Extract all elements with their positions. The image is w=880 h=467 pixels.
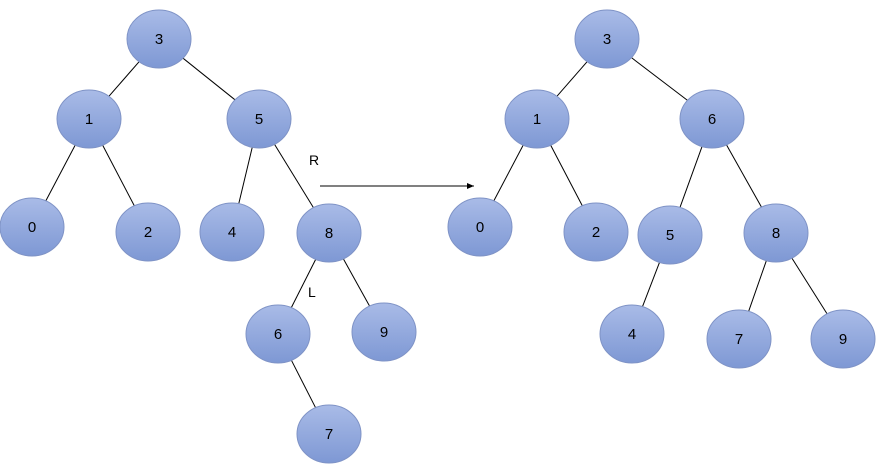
after-node-0: 0 xyxy=(447,197,513,257)
after-node-5: 5 xyxy=(637,205,703,265)
before-edge-b8-b9 xyxy=(342,258,371,307)
before-node-circle xyxy=(296,404,362,464)
before-node-5: 5 xyxy=(226,89,292,149)
after-node-4: 4 xyxy=(599,304,665,364)
after-node-label: 7 xyxy=(735,331,743,348)
before-node-3: 3 xyxy=(126,9,192,69)
before-edge-b5-b8 xyxy=(274,144,314,208)
after-edge-a6-a8 xyxy=(726,144,762,208)
after-edge-a1-a0 xyxy=(493,144,524,202)
after-node-2: 2 xyxy=(563,202,629,262)
before-edge-label-r: R xyxy=(309,152,319,168)
after-node-label: 9 xyxy=(839,331,847,348)
before-node-label: 6 xyxy=(274,326,282,343)
before-edge-b5-b4 xyxy=(238,147,253,204)
before-node-6: 6 xyxy=(245,304,311,364)
before-node-circle xyxy=(199,202,265,262)
after-node-1: 1 xyxy=(504,89,570,149)
after-node-3: 3 xyxy=(574,9,640,69)
before-node-0: 0 xyxy=(0,197,65,257)
after-node-label: 4 xyxy=(628,326,636,343)
after-node-circle xyxy=(447,197,513,257)
before-node-7: 7 xyxy=(296,404,362,464)
before-node-label: 2 xyxy=(144,224,152,241)
before-edge-b1-b2 xyxy=(102,144,135,207)
after-node-circle xyxy=(743,203,809,263)
before-node-circle xyxy=(56,89,122,149)
before-node-circle xyxy=(296,203,362,263)
before-node-label: 3 xyxy=(155,31,163,48)
before-edge-b6-b7 xyxy=(290,360,317,408)
before-node-circle xyxy=(351,302,417,362)
after-edge-a6-a5 xyxy=(679,146,703,208)
before-node-4: 4 xyxy=(199,202,265,262)
after-tree-nodes: 3 1 6 0 2 5 8 4 7 9 xyxy=(447,9,876,369)
before-node-label: 9 xyxy=(380,324,388,341)
after-node-circle xyxy=(637,205,703,265)
before-edge-b3-b1 xyxy=(108,61,140,97)
before-node-circle xyxy=(126,9,192,69)
after-node-circle xyxy=(706,309,772,369)
after-edge-a8-a7 xyxy=(748,260,767,312)
after-node-circle xyxy=(810,309,876,369)
after-node-label: 1 xyxy=(533,111,541,128)
before-node-label: 5 xyxy=(255,111,263,128)
before-node-8: 8 xyxy=(296,203,362,263)
before-node-1: 1 xyxy=(56,89,122,149)
before-edge-label-l: L xyxy=(308,284,316,300)
after-edge-a8-a9 xyxy=(791,257,828,315)
before-tree-edges: RL xyxy=(45,57,371,408)
before-edge-b3-b5 xyxy=(182,57,236,101)
after-node-label: 0 xyxy=(476,219,484,236)
after-edge-a5-a4 xyxy=(642,262,660,307)
after-node-label: 6 xyxy=(708,111,716,128)
after-node-circle xyxy=(679,89,745,149)
before-node-9: 9 xyxy=(351,302,417,362)
before-node-label: 0 xyxy=(28,219,36,236)
before-node-label: 7 xyxy=(325,426,333,443)
after-node-9: 9 xyxy=(810,309,876,369)
after-node-label: 3 xyxy=(603,31,611,48)
after-edge-a3-a1 xyxy=(556,61,588,97)
after-edge-a3-a6 xyxy=(631,57,688,101)
after-node-7: 7 xyxy=(706,309,772,369)
before-node-circle xyxy=(226,89,292,149)
after-node-label: 2 xyxy=(592,224,600,241)
before-node-label: 8 xyxy=(325,225,333,242)
before-tree-nodes: 3 1 5 0 2 4 8 6 9 7 xyxy=(0,9,417,464)
before-edge-b1-b0 xyxy=(45,144,76,202)
after-edge-a1-a2 xyxy=(550,144,583,207)
before-node-label: 1 xyxy=(85,111,93,128)
after-node-6: 6 xyxy=(679,89,745,149)
after-node-circle xyxy=(599,304,665,364)
after-node-8: 8 xyxy=(743,203,809,263)
before-node-circle xyxy=(245,304,311,364)
after-tree-edges xyxy=(493,57,828,315)
after-node-label: 8 xyxy=(772,225,780,242)
before-node-circle xyxy=(0,197,65,257)
after-node-circle xyxy=(563,202,629,262)
after-node-label: 5 xyxy=(666,227,674,244)
before-node-2: 2 xyxy=(115,202,181,262)
before-node-circle xyxy=(115,202,181,262)
after-node-circle xyxy=(504,89,570,149)
after-node-circle xyxy=(574,9,640,69)
before-node-label: 4 xyxy=(228,224,236,241)
before-edge-b8-b6 xyxy=(290,259,317,308)
